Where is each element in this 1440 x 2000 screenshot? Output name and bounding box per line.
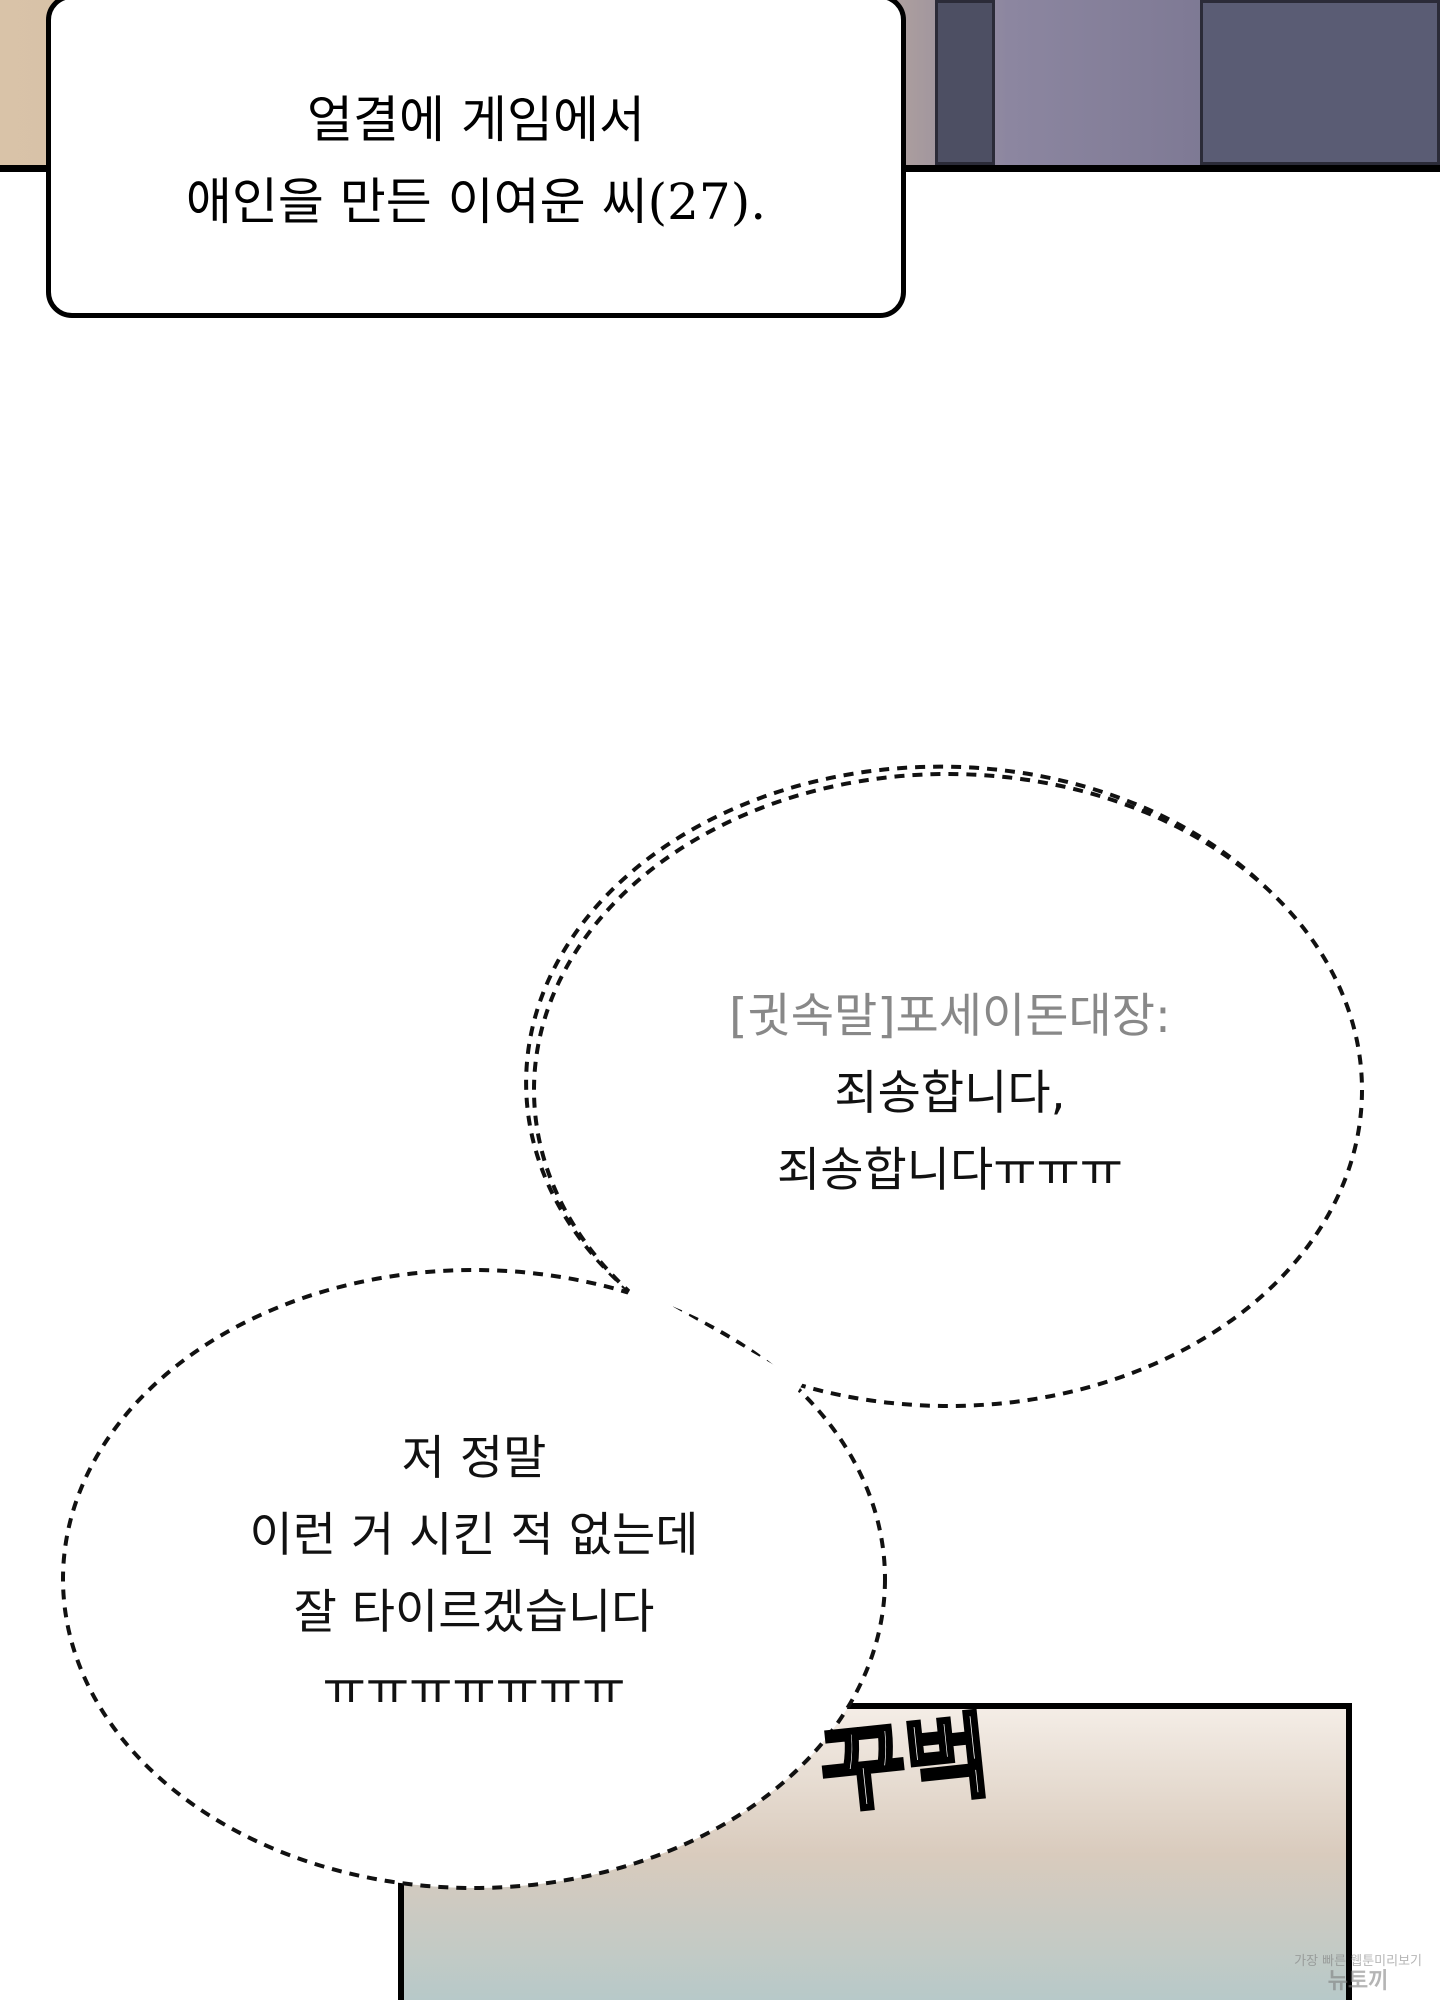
bubble-line: 이런 거 시킨 적 없는데	[249, 1508, 699, 1563]
bubble-1-text: [귓속말]포세이돈대장: 죄송합니다, 죄송합니다ㅠㅠㅠ	[640, 978, 1260, 1209]
bubble-2-text: 저 정말 이런 거 시킨 적 없는데 잘 타이르겠습니다 ㅠㅠㅠㅠㅠㅠㅠ	[164, 1420, 784, 1728]
caption-line: 얼결에 게임에서	[307, 91, 645, 149]
narration-caption: 얼결에 게임에서 애인을 만든 이여운 씨(27).	[46, 0, 906, 318]
watermark: 가장 빠른 웹툰미리보기 뉴토끼	[1294, 1952, 1422, 1994]
bubble-line: 저 정말	[401, 1431, 547, 1486]
bubble-line: 잘 타이르겠습니다	[293, 1585, 655, 1640]
bubble-line: ㅠㅠㅠㅠㅠㅠㅠ	[322, 1662, 626, 1717]
watermark-line: 가장 빠른 웹툰미리보기	[1294, 1954, 1422, 1969]
dotted-bubble-1	[532, 772, 1364, 1408]
whisper-speaker: [귓속말]포세이돈대장:	[729, 989, 1171, 1044]
bubble-line: 죄송합니다ㅠㅠㅠ	[777, 1143, 1123, 1198]
dotted-bubble-2	[61, 1268, 887, 1890]
sound-effect: 꾸벅	[814, 1700, 998, 1828]
bubble-line: 죄송합니다,	[834, 1066, 1066, 1121]
caption-line: 애인을 만든 이여운 씨(27).	[185, 173, 767, 231]
books	[1200, 0, 1440, 165]
shelf-post	[935, 0, 995, 165]
watermark-logo-text: 뉴토끼	[1327, 1969, 1389, 1994]
